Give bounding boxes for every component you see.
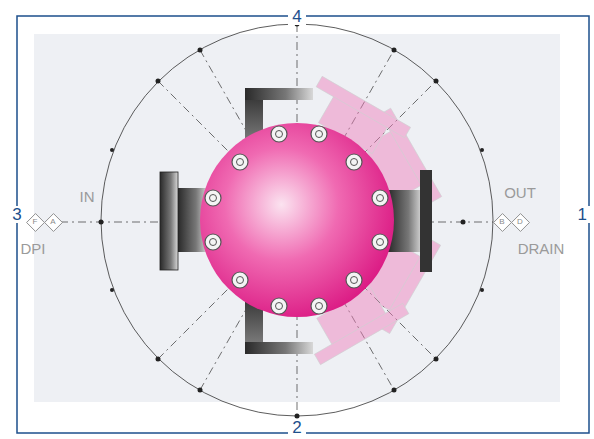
port-label: DRAIN [518, 241, 565, 256]
port-letter: F [33, 218, 38, 226]
port-letter: A [50, 218, 55, 226]
port-label: OUT [504, 185, 536, 200]
port-diamond: F [26, 213, 45, 232]
port-diamond: B [493, 213, 512, 232]
port-diamond: D [511, 213, 530, 232]
callout-number: 2 [288, 419, 305, 436]
port-label: DPI [20, 241, 45, 256]
callout-number: 3 [8, 206, 25, 223]
port-diamond: A [44, 213, 63, 232]
callout-number: 4 [288, 8, 305, 25]
callout-number: 1 [574, 206, 591, 223]
port-label: IN [80, 189, 95, 204]
port-letter: B [499, 218, 504, 226]
port-letter: D [517, 218, 523, 226]
